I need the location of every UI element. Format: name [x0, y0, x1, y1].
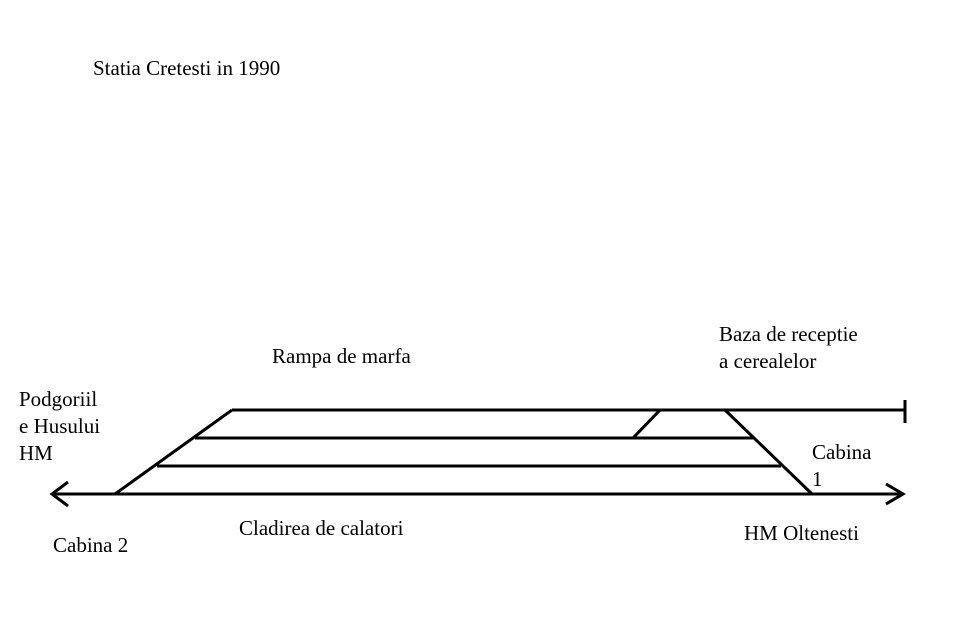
label-podgoria-2: e Husului: [19, 414, 100, 438]
diagram-title: Statia Cretesti in 1990: [93, 56, 280, 80]
label-cabina1-2: 1: [812, 467, 823, 491]
label-baza-2: a cerealelor: [719, 349, 816, 373]
label-cabina2: Cabina 2: [53, 533, 128, 557]
label-podgoria-1: Podgoriil: [19, 387, 97, 411]
label-oltenesti: HM Oltenesti: [744, 521, 859, 545]
label-cladirea: Cladirea de calatori: [239, 516, 404, 540]
label-cabina1-1: Cabina: [812, 440, 872, 464]
label-rampa: Rampa de marfa: [272, 344, 411, 368]
left-switch-diagonal: [114, 408, 233, 496]
arrow-left-icon: [49, 480, 69, 508]
arrow-right-icon: [885, 482, 906, 506]
label-podgoria-3: HM: [19, 441, 53, 465]
right-switch-diagonal: [723, 408, 814, 496]
label-baza-1: Baza de receptie: [719, 322, 858, 346]
crossover: [631, 408, 662, 440]
